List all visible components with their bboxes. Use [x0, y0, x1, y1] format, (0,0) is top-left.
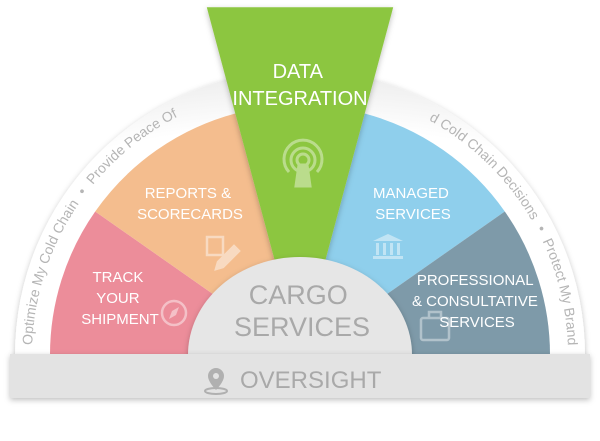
track-label: TRACK YOUR SHIPMENT	[81, 269, 159, 328]
professional-services-label: PROFESSIONAL & CONSULTATIVE SERVICES	[412, 272, 542, 331]
broadcast-tower-icon	[282, 138, 324, 188]
center-hub[interactable]	[188, 257, 412, 355]
data-integration-label: DATA INTEGRATION	[232, 61, 367, 110]
segment-data-integration[interactable]	[206, 7, 394, 356]
cargo-services-label: CARGO SERVICES	[234, 280, 370, 342]
edit-document-icon	[205, 235, 241, 271]
oversight-label: OVERSIGHT	[240, 367, 382, 394]
ring-separator-right: •	[534, 222, 550, 234]
location-pin-icon	[204, 368, 228, 395]
bank-building-icon	[373, 234, 403, 259]
managed-services-label: MANAGED SERVICES	[373, 185, 453, 223]
reports-label: REPORTS & SCORECARDS	[137, 185, 243, 223]
briefcase-icon	[419, 310, 451, 342]
compass-icon	[160, 299, 188, 327]
oversight-bar[interactable]	[10, 354, 590, 398]
